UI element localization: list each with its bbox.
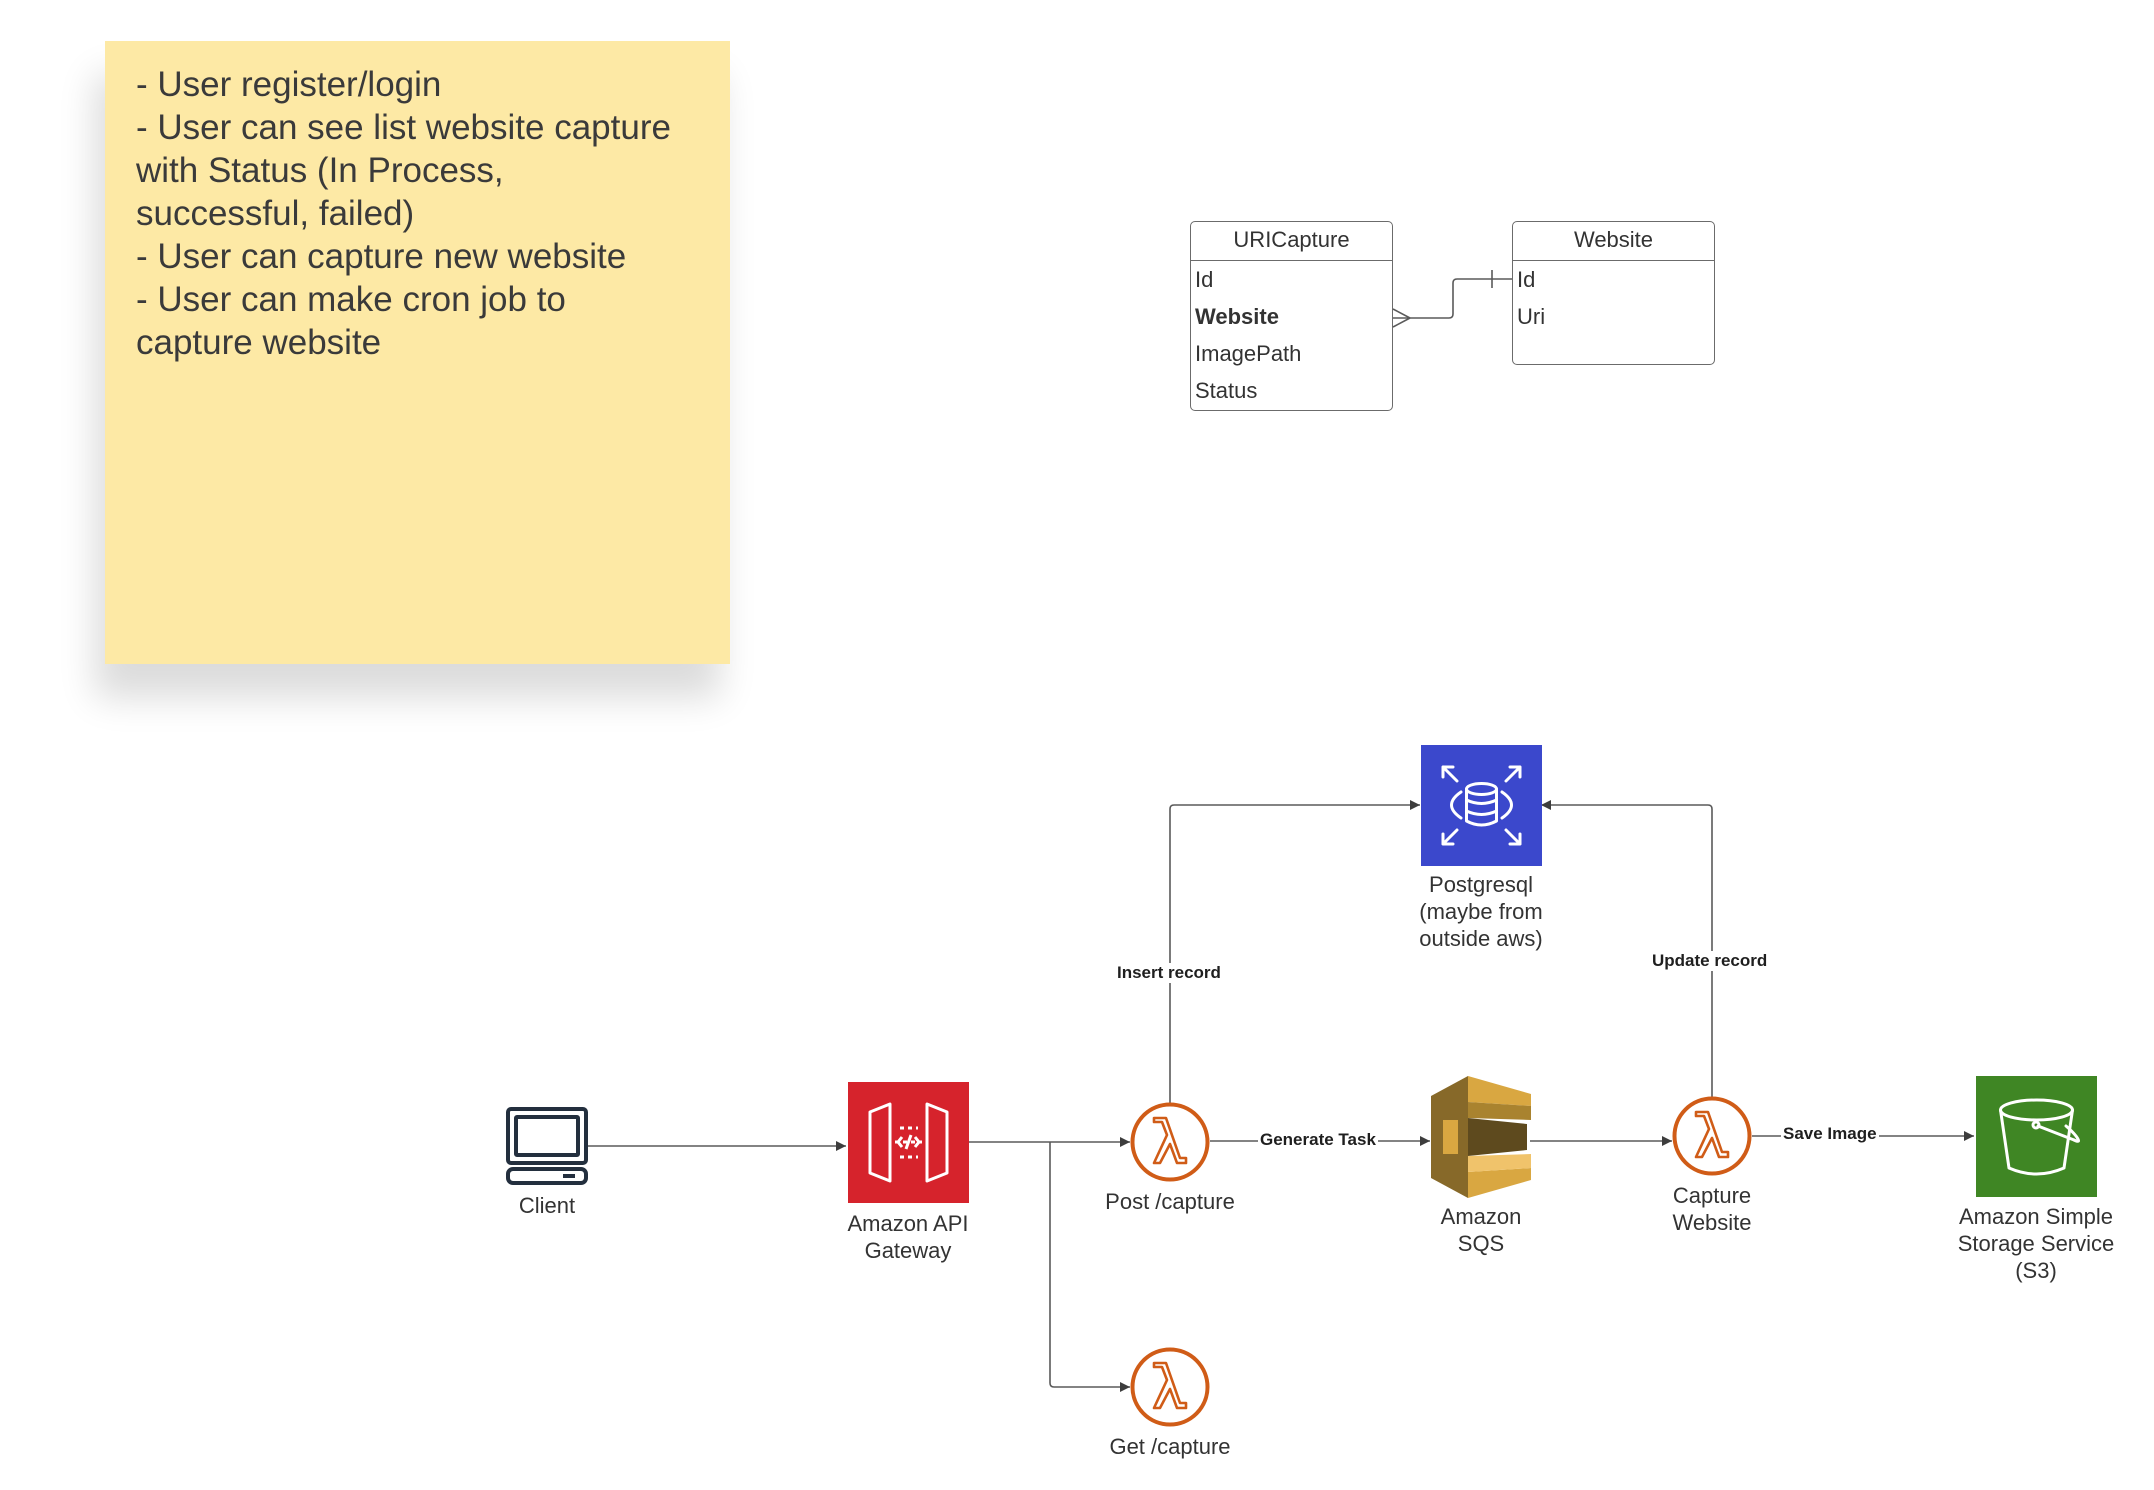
api-gateway-node[interactable] (848, 1082, 969, 1203)
s3-node[interactable] (1976, 1076, 2097, 1197)
lambda-icon (1672, 1096, 1752, 1176)
edge-capture-to-postgres (1541, 800, 1713, 1097)
lambda-icon (1130, 1102, 1210, 1182)
er-table-title: URICapture (1191, 222, 1392, 261)
edge-label-insert-record: Insert record (1115, 963, 1223, 983)
s3-bucket-icon (1999, 1098, 2081, 1176)
sticky-line: - User can capture new website (136, 237, 627, 276)
er-field-id: Id (1195, 267, 1214, 292)
rds-database-icon (1441, 765, 1522, 846)
capture-website-label: Capture Website (1672, 1183, 1752, 1235)
sticky-line: successful, failed) (136, 194, 415, 233)
computer-icon (506, 1107, 588, 1185)
sticky-line: - User can see list website capture (136, 108, 671, 147)
get-capture-label: Get /capture (1109, 1434, 1231, 1459)
sqs-queue-icon (1431, 1076, 1531, 1198)
er-field-uri: Uri (1517, 304, 1546, 329)
er-table-website[interactable]: Website Id Uri (1512, 221, 1715, 365)
sticky-line: capture website (136, 323, 382, 362)
crowfoot-many-marker (1392, 308, 1411, 328)
lambda-post-capture-node[interactable] (1130, 1102, 1210, 1182)
er-field-id: Id (1517, 267, 1536, 292)
client-node[interactable] (505, 1106, 589, 1186)
lambda-get-capture-node[interactable] (1130, 1347, 1210, 1427)
er-relationship-line (1393, 278, 1512, 319)
api-gateway-icon (868, 1102, 949, 1183)
edge-label-generate-task: Generate Task (1258, 1130, 1378, 1150)
sticky-line: - User can make cron job to (136, 280, 566, 319)
edge-post-to-postgres (1169, 800, 1420, 1103)
sticky-line: with Status (In Process, (136, 151, 504, 190)
sqs-label: Amazon SQS (1440, 1204, 1522, 1256)
post-capture-label: Post /capture (1105, 1189, 1235, 1214)
er-field-imagepath: ImagePath (1195, 341, 1302, 366)
edge-apigw-to-get (1049, 1142, 1130, 1392)
er-table-title: Website (1513, 222, 1714, 261)
postgresql-label: Postgresql (maybe from outside aws) (1419, 872, 1543, 951)
sticky-line: - User register/login (136, 65, 442, 104)
edge-label-save-image: Save Image (1781, 1124, 1879, 1144)
sqs-node[interactable] (1431, 1076, 1533, 1198)
edge-label-update-record: Update record (1650, 951, 1770, 971)
lambda-icon (1130, 1347, 1210, 1427)
postgresql-node[interactable] (1421, 745, 1542, 866)
requirements-sticky-note[interactable]: - User register/login - User can see lis… (105, 41, 730, 664)
er-field-status: Status (1195, 378, 1258, 403)
er-field-website: Website (1195, 304, 1279, 329)
client-label: Client (518, 1193, 576, 1218)
api-gateway-label: Amazon API Gateway (847, 1211, 969, 1263)
lambda-capture-website-node[interactable] (1672, 1096, 1752, 1176)
er-table-uricapture[interactable]: URICapture Id Website ImagePath Status (1190, 221, 1393, 411)
s3-label: Amazon Simple Storage Service (S3) (1957, 1204, 2115, 1283)
